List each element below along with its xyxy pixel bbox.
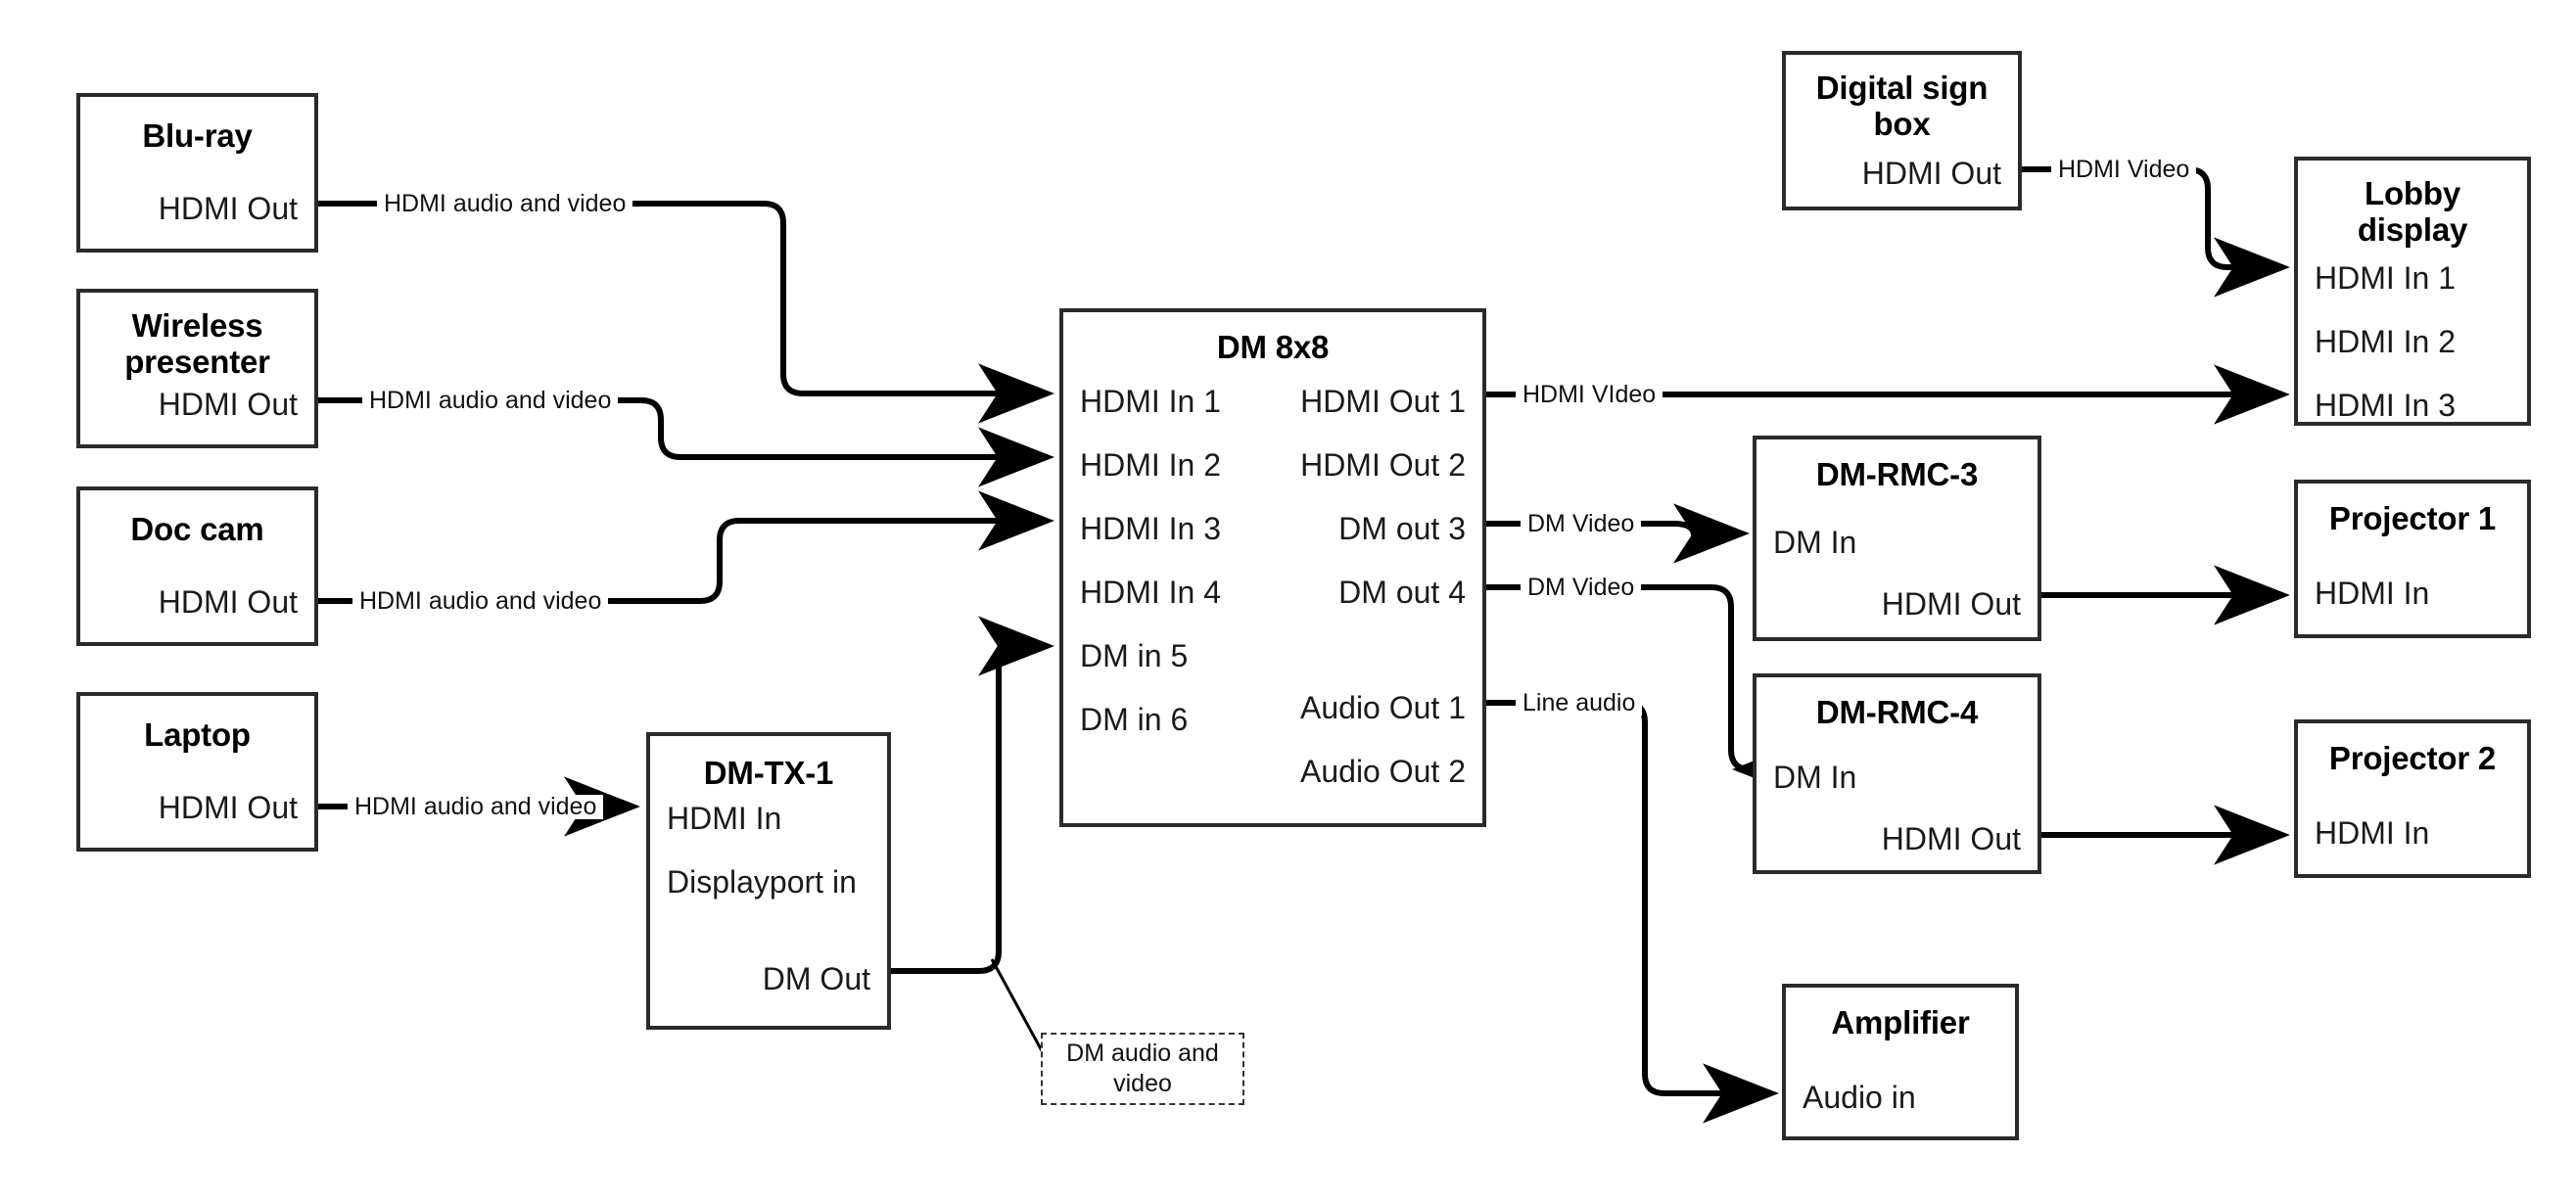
node-dm-8x8-port-dm-in-6[interactable]: DM in 6 [1080, 702, 1189, 737]
node-projector-2-title: Projector 2 [2328, 740, 2497, 776]
node-dm-rmc-3-title: DM-RMC-3 [1815, 456, 1979, 492]
wire-label-doccam: HDMI audio and video [352, 589, 609, 614]
node-dm-rmc-4-port-hdmi-out[interactable]: HDMI Out [1881, 821, 2021, 856]
node-dm-8x8-port-audio-out-1[interactable]: Audio Out 1 [1300, 690, 1466, 725]
node-dm-8x8-port-hdmi-out-2[interactable]: HDMI Out 2 [1300, 447, 1466, 483]
node-dm-tx-1-port-dm-out[interactable]: DM Out [762, 961, 870, 996]
sign-title-line1: Digital sign [1815, 69, 1989, 106]
wire-label-hdmiout1: HDMI VIdeo [1516, 383, 1663, 407]
node-laptop[interactable]: Laptop HDMI Out [76, 692, 318, 852]
node-dm-8x8-port-hdmi-in-4[interactable]: HDMI In 4 [1080, 575, 1222, 610]
node-bluray-title: Blu-ray [142, 117, 253, 154]
node-digital-sign-box-port-hdmi-out[interactable]: HDMI Out [1861, 156, 2001, 191]
node-amplifier-title: Amplifier [1831, 1004, 1970, 1040]
node-dm-tx-1-port-hdmi-in[interactable]: HDMI In [667, 801, 782, 836]
node-bluray-port-hdmi-out[interactable]: HDMI Out [158, 191, 298, 226]
callout-dm-audio-and-video: DM audio and video [1041, 1033, 1244, 1105]
node-doc-cam[interactable]: Doc cam HDMI Out [76, 486, 318, 646]
node-dm-tx-1-port-displayport-in[interactable]: Displayport in [667, 864, 857, 900]
node-lobby-display-port-hdmi-in-1[interactable]: HDMI In 1 [2315, 260, 2457, 296]
sign-title-line2: box [1873, 105, 1931, 142]
node-dm-8x8-port-audio-out-2[interactable]: Audio Out 2 [1300, 754, 1466, 789]
node-dm-8x8[interactable]: DM 8x8 HDMI In 1 HDMI In 2 HDMI In 3 HDM… [1059, 308, 1486, 827]
node-dm-rmc-4-title: DM-RMC-4 [1815, 694, 1979, 730]
lobby-title-line1: Lobby [2365, 175, 2460, 211]
node-dm-8x8-port-hdmi-in-3[interactable]: HDMI In 3 [1080, 511, 1222, 546]
node-dm-8x8-title: DM 8x8 [1216, 329, 1330, 365]
node-projector-1[interactable]: Projector 1 HDMI In [2294, 480, 2531, 638]
wire-bluray-to-dm8x8-in1 [318, 201, 1054, 424]
wire-label-laptop: HDMI audio and video [348, 795, 604, 819]
wire-label-dmout3: DM Video [1521, 512, 1642, 536]
node-projector-1-port-hdmi-in[interactable]: HDMI In [2315, 576, 2430, 611]
node-amplifier[interactable]: Amplifier Audio in [1782, 984, 2019, 1140]
node-dm-tx-1-title: DM-TX-1 [703, 755, 834, 791]
lobby-title-line2: display [2357, 210, 2468, 248]
node-dm-8x8-port-dm-in-5[interactable]: DM in 5 [1080, 638, 1189, 673]
node-doc-cam-port-hdmi-out[interactable]: HDMI Out [158, 584, 298, 620]
node-dm-8x8-port-hdmi-in-2[interactable]: HDMI In 2 [1080, 447, 1222, 483]
node-lobby-display-port-hdmi-in-3[interactable]: HDMI In 3 [2315, 388, 2457, 423]
wire-dm8x8-audio1-to-amplifier [1486, 700, 1779, 1124]
node-dm-8x8-port-hdmi-in-1[interactable]: HDMI In 1 [1080, 384, 1222, 419]
node-dm-8x8-port-dm-out-3[interactable]: DM out 3 [1338, 511, 1466, 546]
node-lobby-display-port-hdmi-in-2[interactable]: HDMI In 2 [2315, 324, 2457, 359]
node-dm-rmc-3-port-hdmi-out[interactable]: HDMI Out [1881, 586, 2021, 622]
wire-sign-to-lobby-in1 [2022, 166, 2290, 298]
node-dm-8x8-port-dm-out-4[interactable]: DM out 4 [1338, 575, 1466, 610]
wire-dm8x8-out4-to-rmc4 [1486, 584, 1808, 800]
node-projector-2[interactable]: Projector 2 HDMI In [2294, 719, 2531, 878]
node-doc-cam-title: Doc cam [130, 511, 264, 547]
node-dm-rmc-3[interactable]: DM-RMC-3 DM In HDMI Out [1753, 436, 2041, 641]
wireless-title-line2: presenter [124, 343, 270, 380]
node-dm-rmc-4[interactable]: DM-RMC-4 DM In HDMI Out [1753, 673, 2041, 874]
node-dm-rmc-3-port-dm-in[interactable]: DM In [1773, 525, 1857, 560]
node-dm-8x8-port-hdmi-out-1[interactable]: HDMI Out 1 [1300, 384, 1466, 419]
wire-label-bluray: HDMI audio and video [377, 192, 633, 216]
wire-label-dmout4: DM Video [1521, 576, 1642, 600]
node-wireless-presenter-port-hdmi-out[interactable]: HDMI Out [158, 387, 298, 422]
node-laptop-port-hdmi-out[interactable]: HDMI Out [158, 790, 298, 825]
wire-dmtx1-to-dm8x8-in5 [891, 616, 1054, 974]
wire-label-sign: HDMI Video [2051, 158, 2197, 182]
node-dm-tx-1[interactable]: DM-TX-1 HDMI In Displayport in DM Out [646, 732, 891, 1030]
node-projector-2-port-hdmi-in[interactable]: HDMI In [2315, 815, 2430, 851]
node-projector-1-title: Projector 1 [2328, 500, 2497, 536]
node-bluray[interactable]: Blu-ray HDMI Out [76, 93, 318, 253]
wireless-title-line1: Wireless [131, 307, 263, 344]
node-dm-rmc-4-port-dm-in[interactable]: DM In [1773, 760, 1857, 795]
node-laptop-title: Laptop [144, 716, 251, 753]
wire-label-lineaudio: Line audio [1516, 691, 1643, 716]
wire-label-wireless: HDMI audio and video [362, 389, 619, 413]
node-amplifier-port-audio-in[interactable]: Audio in [1803, 1080, 1916, 1115]
